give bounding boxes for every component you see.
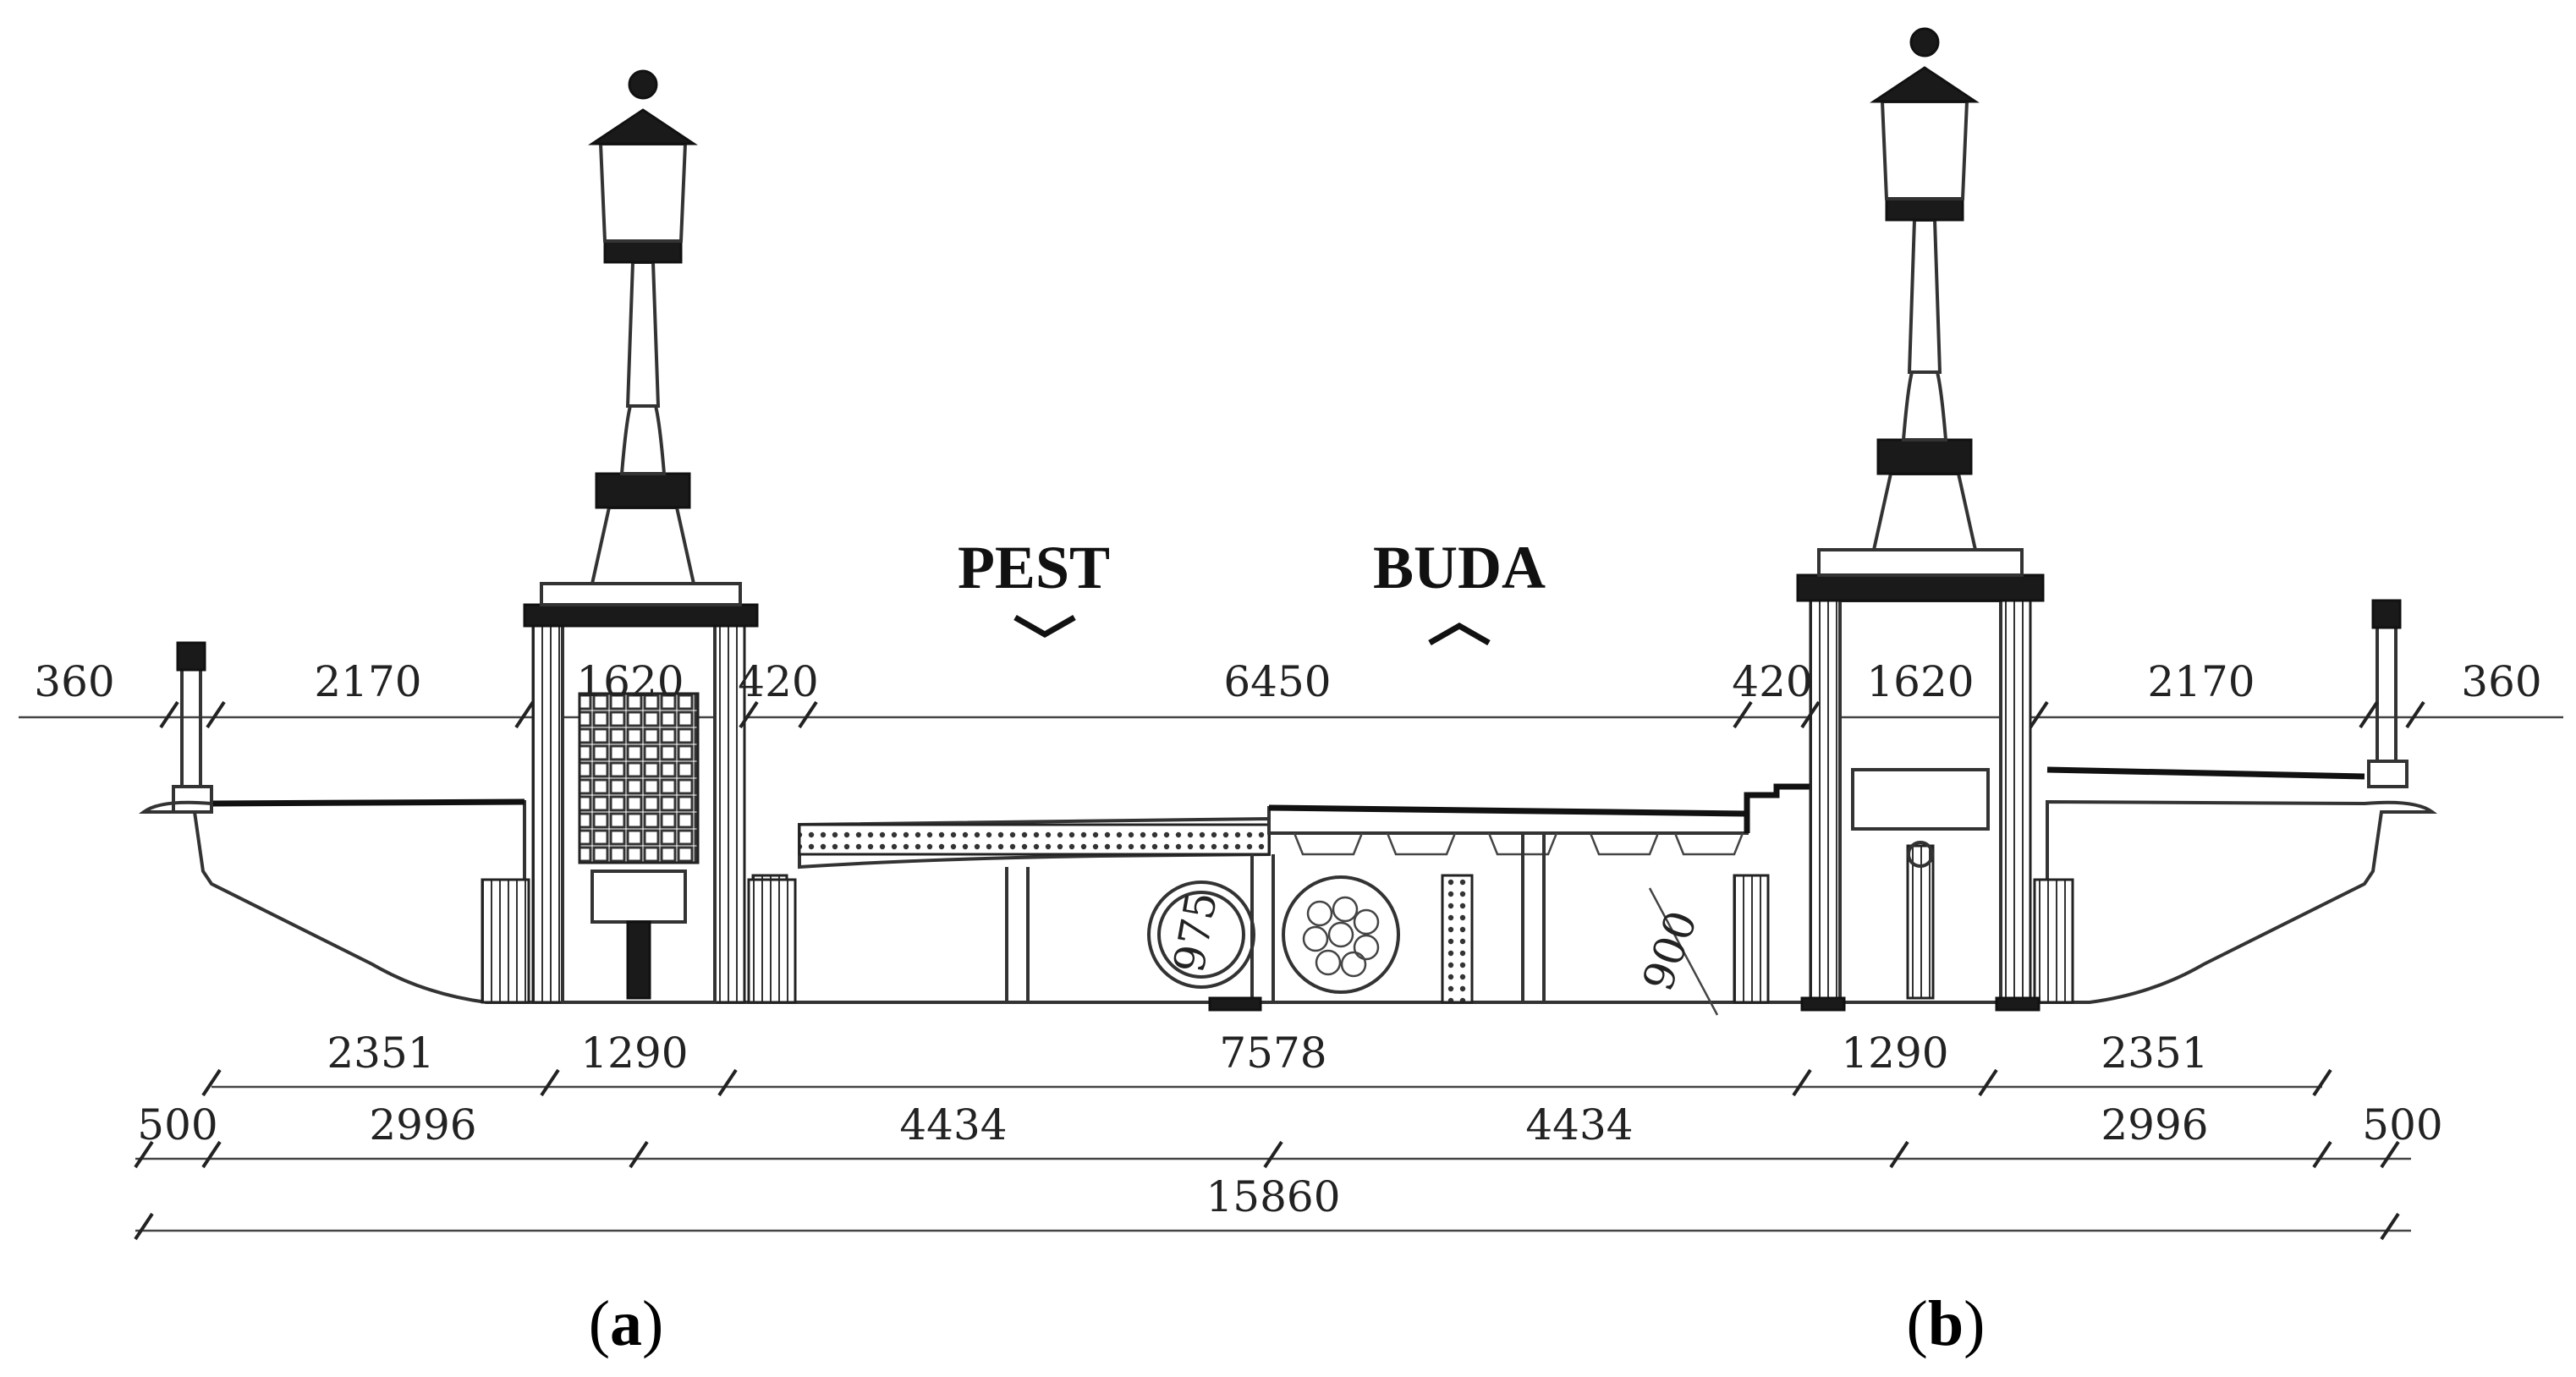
right-inner-post	[1733, 874, 1770, 1004]
bridge-deck	[19, 716, 2563, 1012]
right-stringers	[1293, 832, 1744, 856]
dim-top-1620-right: 1620	[1866, 657, 1974, 706]
dim-top-2170-right: 2170	[2147, 657, 2255, 706]
right-step	[1744, 783, 1810, 833]
left-tower	[481, 69, 797, 1004]
dim-900: 900	[1633, 904, 1706, 997]
dim-row2-4434-right: 4434	[1525, 1100, 1633, 1149]
dim-row1-7578: 7578	[1219, 1029, 1326, 1078]
dim-top-420-left: 420	[738, 657, 818, 706]
left-roadway-slab	[798, 816, 1271, 870]
dim-row1-2351-left: 2351	[327, 1029, 434, 1078]
caption-a: (a)	[589, 1288, 664, 1359]
right-roadway-top	[1268, 804, 1748, 817]
dim-row2-2996-left: 2996	[369, 1100, 476, 1149]
cable-bundle	[1282, 875, 1400, 994]
dim-top-2170-left: 2170	[314, 657, 421, 706]
caption-a-text: (a)	[589, 1288, 664, 1359]
dim-total-15860: 15860	[1206, 1172, 1340, 1221]
left-roadway-fill	[798, 823, 1271, 856]
caption-b: (b)	[1907, 1288, 1986, 1359]
dim-row1-1290-right: 1290	[1841, 1029, 1948, 1078]
pipe-975-inner	[1157, 891, 1245, 979]
dim-top-420-right: 420	[1732, 657, 1812, 706]
pest-label: PEST	[958, 534, 1110, 601]
center-post	[1441, 874, 1474, 1004]
right-cantilever	[2046, 799, 2438, 1004]
dim-top-6450: 6450	[1223, 657, 1331, 706]
dimension-lines	[134, 700, 2425, 1241]
pipe-975	[1147, 881, 1255, 989]
left-sidewalk-top	[211, 798, 525, 807]
dim-top-360-right: 360	[2461, 657, 2541, 706]
cable-bundle-cores	[1302, 896, 1380, 978]
caption-b-text: (b)	[1907, 1288, 1986, 1359]
left-cantilever	[138, 799, 526, 1004]
dim-row1-1290-left: 1290	[580, 1029, 688, 1078]
dim-row2-500-right: 500	[2362, 1100, 2442, 1149]
edge-lamps	[172, 599, 2408, 814]
dim-top-360-left: 360	[34, 657, 114, 706]
buda-label: BUDA	[1373, 534, 1546, 601]
center-bearing	[1208, 996, 1262, 1012]
dim-row1-2351-right: 2351	[2101, 1029, 2208, 1078]
dim-row2-500-left: 500	[137, 1100, 217, 1149]
right-tower	[1796, 27, 2074, 1012]
dim-row2-4434-left: 4434	[899, 1100, 1007, 1149]
dim-row2-2996-right: 2996	[2101, 1100, 2208, 1149]
buda-arrow-icon	[1428, 622, 1491, 646]
pest-arrow-icon	[1013, 614, 1076, 639]
right-sidewalk-top	[2046, 766, 2365, 780]
dim-top-1620-left: 1620	[576, 657, 684, 706]
